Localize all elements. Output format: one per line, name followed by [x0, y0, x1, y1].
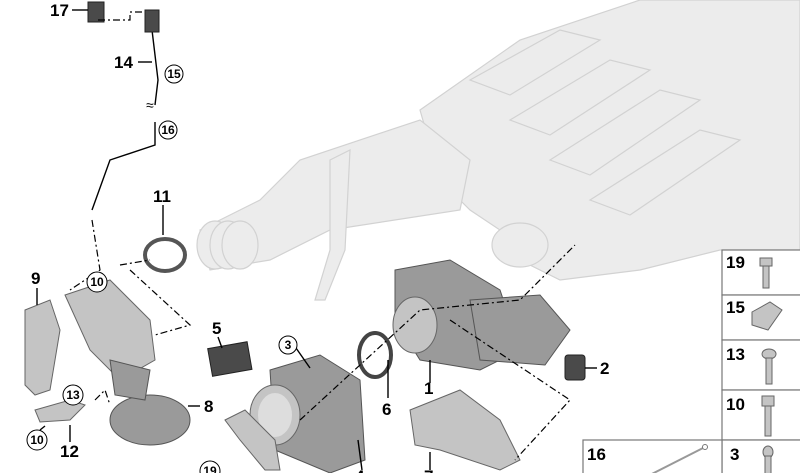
bolt-icon [761, 395, 775, 437]
gasket [24, 299, 61, 396]
callout-5: 5 [212, 319, 221, 338]
legend-label-15: 15 [726, 298, 745, 317]
callouts: 17 14 15 16 11 9 10 5 3 13 8 10 12 6 1 2… [26, 1, 609, 473]
heat-shield [224, 409, 281, 471]
callout-10-lower: 10 [30, 433, 44, 447]
sensor-module [207, 341, 253, 377]
sensor-line: ≈ [87, 1, 160, 211]
callout-10-upper: 10 [90, 275, 104, 289]
stud-bolt-icon [762, 445, 774, 473]
callout-11: 11 [153, 187, 171, 206]
callout-1: 1 [424, 379, 433, 398]
legend-label-3: 3 [730, 445, 739, 464]
connector-plug [564, 354, 586, 381]
corrugated-pipe [196, 220, 259, 270]
callout-8: 8 [204, 397, 213, 416]
callout-15: 15 [167, 67, 181, 81]
rod-icon [651, 444, 708, 473]
legend-label-13: 13 [726, 345, 745, 364]
hose-clamp [143, 237, 187, 273]
bracket [34, 399, 86, 423]
mounting-bracket [409, 389, 521, 471]
callout-13: 13 [66, 388, 80, 402]
svg-text:≈: ≈ [146, 97, 154, 113]
intake-manifold [199, 0, 800, 301]
bracket-icon [751, 301, 783, 331]
callout-2: 2 [600, 359, 609, 378]
callout-14: 14 [114, 53, 133, 72]
o-ring [357, 331, 393, 379]
bolt-icon [759, 257, 773, 289]
callout-9: 9 [31, 269, 40, 288]
callout-4: 4 [355, 467, 365, 473]
callout-19: 19 [203, 464, 217, 473]
egr-valve [392, 259, 571, 371]
callout-17: 17 [50, 1, 69, 20]
callout-7: 7 [424, 467, 433, 473]
guide-lines [69, 11, 576, 461]
callout-12: 12 [60, 442, 79, 461]
callout-16: 16 [161, 123, 175, 137]
callout-6: 6 [382, 400, 391, 419]
callout-3: 3 [285, 338, 292, 352]
egr-valve-assembly [64, 279, 191, 446]
legend-label-10: 10 [726, 395, 745, 414]
hardware-legend: 19 15 13 10 3 16 [582, 249, 800, 473]
screw-icon [761, 348, 777, 385]
leader-lines [36, 9, 597, 471]
legend-label-16: 16 [587, 445, 606, 464]
legend-label-19: 19 [726, 253, 745, 272]
